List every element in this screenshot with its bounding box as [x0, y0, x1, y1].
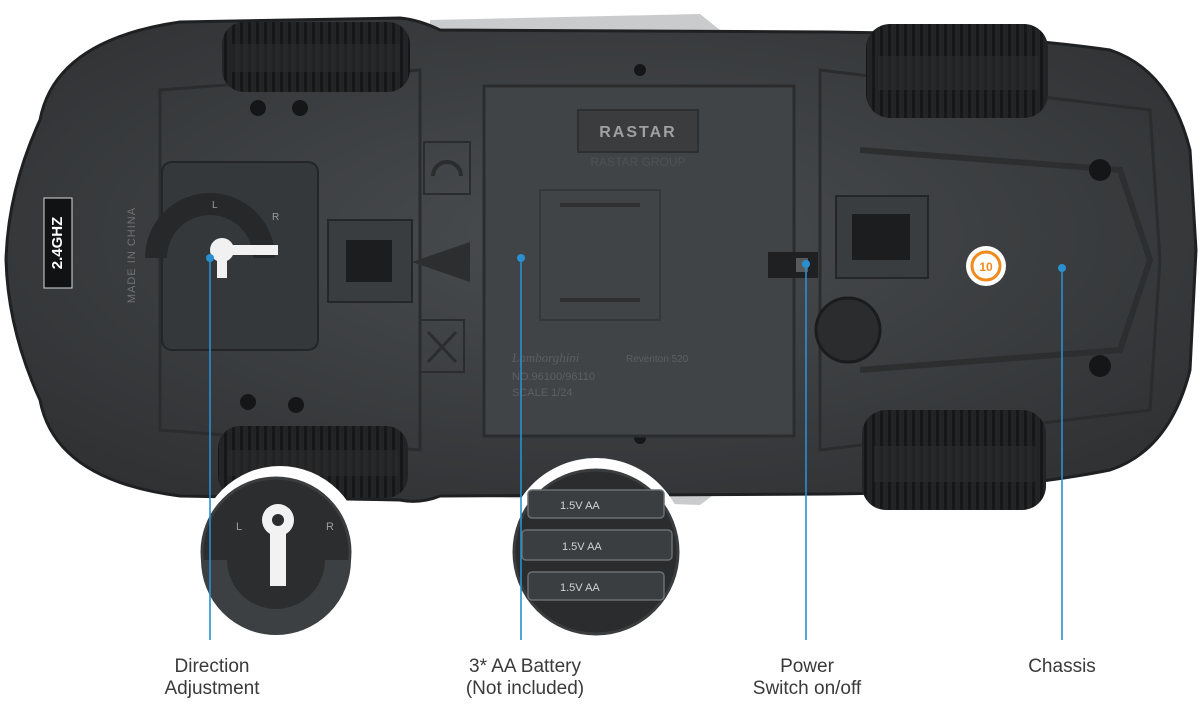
callout-battery-line2: (Not included): [465, 678, 585, 699]
battery-cover[interactable]: RASTAR RASTAR GROUP Lamborghini Reventon…: [482, 84, 796, 438]
age-mark-text: 10: [979, 260, 993, 274]
callout-dot-chassis: [1058, 264, 1066, 272]
dial-right-mark: R: [272, 212, 279, 223]
wheel-rear-right: [862, 410, 1046, 510]
rear-connector: [814, 195, 929, 364]
brand-group-text: RASTAR GROUP: [590, 155, 685, 169]
power-switch[interactable]: [768, 252, 818, 278]
battery-cell-3: 1.5V AA: [527, 571, 665, 601]
age-mark-icon: 10: [966, 246, 1006, 286]
direction-knob-inset: L R: [198, 466, 362, 635]
callout-dot-battery: [517, 254, 525, 262]
model-name-text: Reventon 520: [626, 354, 689, 365]
callout-direction-line1: Direction: [174, 656, 250, 677]
battery-compartment-inset: 1.5V AA 1.5V AA 1.5V AA: [506, 458, 686, 638]
wheel-front-left: [222, 22, 410, 92]
battery-cell-3-label: 1.5V AA: [560, 582, 600, 594]
body-edge-top: [430, 14, 720, 30]
frequency-badge: 2.4GHZ: [43, 197, 73, 289]
recycle-mark-icon: [419, 319, 465, 373]
model-number-text: NO.96100/96110: [512, 371, 595, 383]
brand-logo-text: RASTAR: [599, 124, 676, 141]
motor-connector: [327, 219, 470, 303]
callout-label-chassis: Chassis: [1028, 656, 1096, 678]
callout-dot-direction: [206, 254, 214, 262]
battery-cell-2: 1.5V AA: [521, 529, 673, 561]
battery-cell-1: 1.5V AA: [527, 489, 665, 519]
callout-battery-line1: 3* AA Battery: [469, 656, 581, 677]
callout-direction-line2: Adjustment: [164, 678, 260, 699]
scale-text: SCALE 1/24: [512, 387, 573, 399]
callout-dots: [206, 254, 1066, 272]
callout-power-line1: Power: [780, 656, 834, 677]
battery-cell-1-label: 1.5V AA: [560, 500, 600, 512]
callout-power-line2: Switch on/off: [752, 678, 862, 699]
chassis-rib-rear: [818, 68, 1162, 452]
model-script-text: Lamborghini: [511, 350, 580, 365]
frequency-badge-text: 2.4GHZ: [49, 217, 66, 270]
chassis-spine: [859, 147, 1154, 373]
inset-right-mark: R: [326, 521, 334, 533]
wheel-rear-left: [866, 24, 1048, 118]
callout-dot-power: [802, 260, 810, 268]
dial-left-mark: L: [212, 200, 218, 211]
direction-dial[interactable]: L R: [145, 161, 319, 351]
callout-label-direction: Direction Adjustment: [164, 656, 259, 700]
inset-left-mark: L: [236, 521, 242, 533]
callout-label-battery: 3* AA Battery (Not included): [466, 656, 584, 700]
battery-cell-2-label: 1.5V AA: [562, 541, 602, 553]
callout-label-power: Power Switch on/off: [753, 656, 861, 700]
origin-text: MADE IN CHINA: [126, 207, 138, 303]
callout-lines: [209, 258, 1063, 640]
callout-chassis-line1: Chassis: [1028, 656, 1096, 677]
ce-mark-icon: [423, 141, 471, 195]
